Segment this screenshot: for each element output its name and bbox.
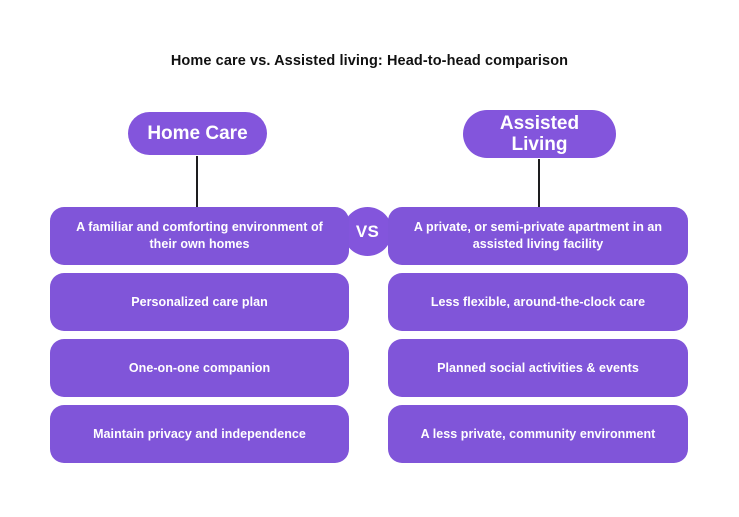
page-title: Home care vs. Assisted living: Head-to-h…	[170, 53, 569, 69]
home-care-card: Maintain privacy and independence	[50, 405, 349, 463]
home-care-card: One-on-one companion	[50, 339, 349, 397]
header-row: Home Care VS Assisted Living	[0, 100, 739, 256]
home-care-header-badge: Home Care	[128, 112, 267, 155]
assisted-living-card: A less private, community environment	[388, 405, 688, 463]
connector-line-right	[538, 159, 540, 208]
home-care-column: A familiar and comforting environment of…	[50, 207, 349, 463]
assisted-living-card: Planned social activities & events	[388, 339, 688, 397]
assisted-living-header-badge: Assisted Living	[463, 110, 616, 158]
assisted-living-card: Less flexible, around-the-clock care	[388, 273, 688, 331]
vs-badge: VS	[343, 207, 392, 256]
home-care-card: Personalized care plan	[50, 273, 349, 331]
assisted-living-card: A private, or semi-private apartment in …	[388, 207, 688, 265]
connector-line-left	[196, 156, 198, 208]
assisted-living-column: A private, or semi-private apartment in …	[388, 207, 688, 463]
home-care-card: A familiar and comforting environment of…	[50, 207, 349, 265]
